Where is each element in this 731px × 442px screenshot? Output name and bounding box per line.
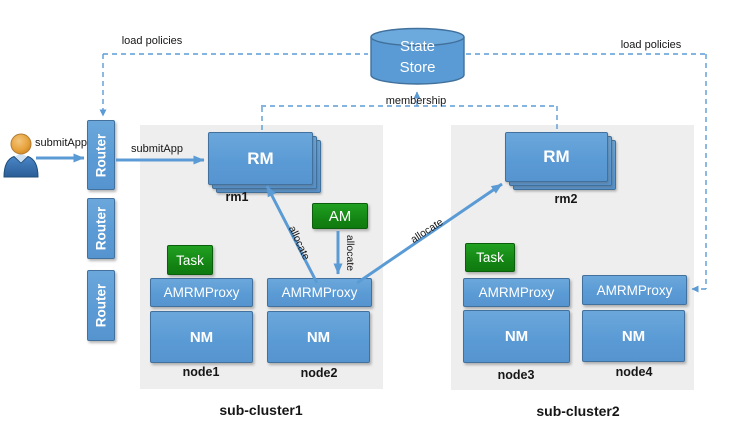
task-box-subcluster2: Task bbox=[465, 243, 515, 272]
edge-label-allocate-rm2: allocate bbox=[408, 216, 446, 246]
task2-label: Task bbox=[476, 250, 504, 265]
node3-name-label: node3 bbox=[497, 368, 535, 382]
node2-amrmproxy-label: AMRMProxy bbox=[281, 285, 358, 300]
router-3-label: Router bbox=[93, 283, 109, 328]
am-label: AM bbox=[328, 207, 352, 225]
am-box: AM bbox=[312, 203, 368, 229]
node1-nm-label: NM bbox=[189, 328, 214, 346]
node2-nm-label: NM bbox=[306, 328, 331, 346]
rm1-stack: RM bbox=[208, 132, 321, 193]
router-box-1: Router bbox=[87, 120, 115, 190]
node2-nm-box: NM bbox=[267, 311, 370, 363]
edge-label-allocate-am: allocate bbox=[344, 234, 356, 272]
rm2-box: RM bbox=[505, 132, 608, 182]
edge-label-load-policies-right: load policies bbox=[620, 39, 682, 51]
state-store-label-line1: State bbox=[399, 38, 436, 55]
node3-amrmproxy-label: AMRMProxy bbox=[478, 285, 555, 300]
user-icon bbox=[3, 133, 39, 178]
state-store-text-wrap: State Store bbox=[370, 27, 465, 87]
state-store-label-line2: Store bbox=[399, 59, 436, 76]
subcluster2-label: sub-cluster2 bbox=[536, 403, 620, 419]
node1-nm-box: NM bbox=[150, 311, 253, 363]
rm2-stack: RM bbox=[505, 132, 616, 190]
node3-nm-label: NM bbox=[504, 328, 529, 345]
rm2-box-label: RM bbox=[543, 147, 570, 166]
task-box-subcluster1: Task bbox=[167, 245, 213, 275]
rm1-box: RM bbox=[208, 132, 313, 185]
router-box-2: Router bbox=[87, 198, 115, 259]
node4-amrmproxy-label: AMRMProxy bbox=[596, 282, 673, 298]
node1-amrmproxy-label: AMRMProxy bbox=[163, 285, 240, 300]
state-store-cylinder bbox=[370, 27, 465, 85]
edge-label-membership: membership bbox=[385, 95, 447, 107]
node3-amrmproxy-box: AMRMProxy bbox=[463, 278, 570, 307]
router-box-3: Router bbox=[87, 270, 115, 341]
node2-amrmproxy-box: AMRMProxy bbox=[267, 278, 372, 307]
node4-nm-label: NM bbox=[621, 327, 646, 345]
subcluster1-label: sub-cluster1 bbox=[219, 402, 303, 418]
edge-label-submitapp-router: submitApp bbox=[131, 143, 183, 155]
router-1-label: Router bbox=[93, 133, 109, 177]
node1-amrmproxy-box: AMRMProxy bbox=[150, 278, 253, 307]
rm2-name-label: rm2 bbox=[554, 192, 578, 206]
edge-label-load-policies-left: load policies bbox=[121, 35, 183, 47]
rm1-name-label: rm1 bbox=[225, 190, 249, 204]
node4-name-label: node4 bbox=[615, 365, 653, 379]
router-2-label: Router bbox=[93, 206, 109, 251]
node4-nm-box: NM bbox=[582, 310, 685, 362]
node3-nm-box: NM bbox=[463, 310, 570, 363]
node1-name-label: node1 bbox=[182, 365, 220, 379]
edge-label-submitapp-user: submitApp bbox=[35, 137, 87, 149]
node2-name-label: node2 bbox=[300, 366, 338, 380]
node4-amrmproxy-box: AMRMProxy bbox=[582, 275, 687, 305]
task1-label: Task bbox=[176, 252, 204, 268]
rm1-box-label: RM bbox=[247, 148, 274, 168]
